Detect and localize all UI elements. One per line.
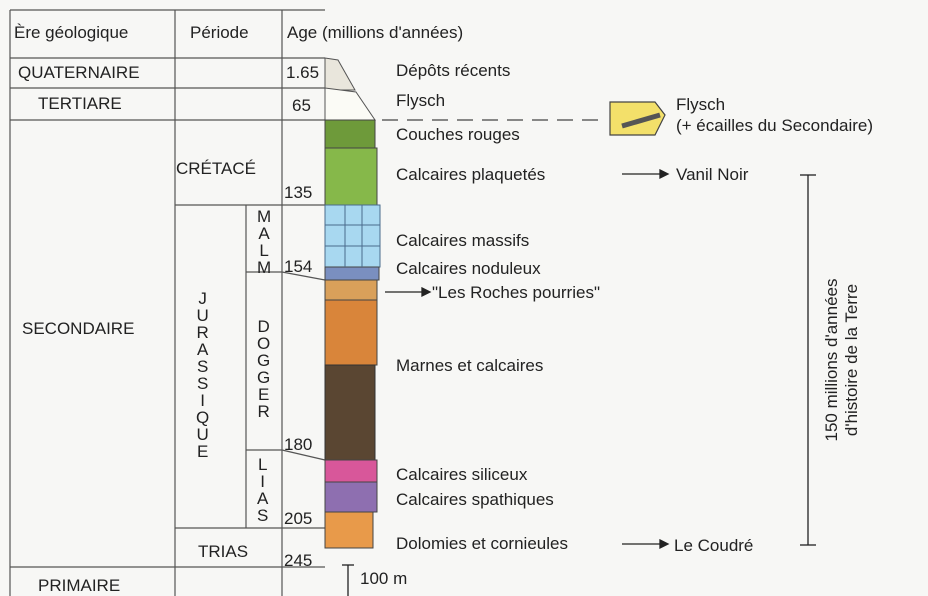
layer-calcaires-siliceux xyxy=(325,460,377,482)
header-age: Age (millions d'années) xyxy=(287,24,463,41)
header-period: Période xyxy=(190,24,249,41)
layer-depots xyxy=(325,58,355,90)
vertical-letter: Q xyxy=(196,409,209,426)
scale-bar xyxy=(342,565,354,596)
label-depots-recents: Dépôts récents xyxy=(396,62,510,79)
era-secondaire: SECONDAIRE xyxy=(22,320,134,337)
era-tertiaire: TERTIARE xyxy=(38,95,122,112)
age-135: 135 xyxy=(284,184,312,201)
annotation-vanil-noir: Vanil Noir xyxy=(676,166,748,183)
label-calcaires-massifs: Calcaires massifs xyxy=(396,232,529,249)
period-trias: TRIAS xyxy=(198,543,248,560)
layer-calcaires-plaquetes xyxy=(325,148,377,205)
span-bracket xyxy=(800,175,816,545)
annotation-flysch-title: Flysch xyxy=(676,96,725,113)
layer-dolomies xyxy=(325,512,373,548)
label-marnes-calcaires: Marnes et calcaires xyxy=(396,357,543,374)
label-calcaires-plaquetes: Calcaires plaquetés xyxy=(396,166,545,183)
vertical-letter: A xyxy=(197,341,208,358)
annotation-le-coudre: Le Coudré xyxy=(674,537,753,554)
vertical-letter: U xyxy=(196,307,208,324)
layer-flysch xyxy=(325,88,375,120)
vertical-letter: E xyxy=(258,386,269,403)
vertical-letter: J xyxy=(198,290,207,307)
age-65: 65 xyxy=(292,97,311,114)
layer-marnes-orange xyxy=(325,300,377,365)
label-calcaires-spathiques: Calcaires spathiques xyxy=(396,491,554,508)
vertical-letter: S xyxy=(197,375,208,392)
span-caption-line1: 150 millions d'années xyxy=(822,279,842,442)
label-calcaires-noduleux: Calcaires noduleux xyxy=(396,260,541,277)
vertical-letter: I xyxy=(260,473,265,490)
annotation-scale: 100 m xyxy=(360,570,407,587)
vertical-letter: E xyxy=(197,443,208,460)
vertical-letter: U xyxy=(196,426,208,443)
vertical-letter: M xyxy=(257,259,271,276)
layer-roches-pourries xyxy=(325,280,377,300)
vertical-letter: A xyxy=(257,490,268,507)
age-245: 245 xyxy=(284,552,312,569)
age-180: 180 xyxy=(284,436,312,453)
vertical-letter: D xyxy=(257,318,269,335)
age-154: 154 xyxy=(284,258,312,275)
layer-couches-rouges xyxy=(325,120,375,148)
period-cretace: CRÉTACÉ xyxy=(176,160,256,177)
layer-calcaires-massifs xyxy=(325,205,380,267)
header-era: Ère géologique xyxy=(14,24,128,41)
layer-calcaires-noduleux xyxy=(325,267,379,280)
era-quaternaire: QUATERNAIRE xyxy=(18,64,140,81)
vertical-letter: O xyxy=(257,335,270,352)
vertical-letter: S xyxy=(197,358,208,375)
vertical-letter: R xyxy=(257,403,269,420)
vertical-letter: S xyxy=(257,507,268,524)
vertical-letter: L xyxy=(258,456,267,473)
layer-calcaires-spathiques xyxy=(325,482,377,512)
vertical-letter: R xyxy=(196,324,208,341)
vertical-letter: G xyxy=(257,369,270,386)
label-dolomies-cornieules: Dolomies et cornieules xyxy=(396,535,568,552)
layer-marnes-brown xyxy=(325,365,375,460)
vertical-letter: L xyxy=(259,242,268,259)
strata-column xyxy=(325,58,380,548)
age-205: 205 xyxy=(284,510,312,527)
age-1-65: 1.65 xyxy=(286,64,319,81)
span-caption-line2: d'histoire de la Terre xyxy=(842,279,862,442)
era-primaire: PRIMAIRE xyxy=(38,577,120,594)
vertical-letter: A xyxy=(258,225,269,242)
label-calcaires-siliceux: Calcaires siliceux xyxy=(396,466,527,483)
annotation-flysch-sub: (+ écailles du Secondaire) xyxy=(676,117,873,134)
vertical-letter: G xyxy=(257,352,270,369)
label-flysch: Flysch xyxy=(396,92,445,109)
vertical-letter: M xyxy=(257,208,271,225)
label-couches-rouges: Couches rouges xyxy=(396,126,520,143)
vertical-letter: I xyxy=(200,392,205,409)
label-roches-pourries: "Les Roches pourries" xyxy=(432,284,600,301)
